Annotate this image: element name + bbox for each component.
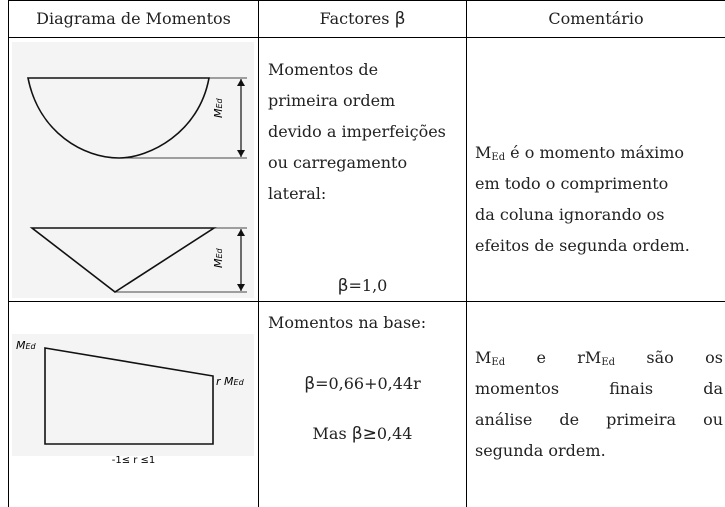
row1-comment: MEd é o momento máximo em todo o comprim… bbox=[475, 137, 723, 261]
header-bottom-border bbox=[8, 37, 725, 38]
row2-range-label: -1≤ r ≤1 bbox=[111, 455, 156, 466]
row1-factor-line: primeira ordem bbox=[268, 91, 396, 110]
row1-bottom-border bbox=[8, 301, 725, 302]
row2-top-med-label: MEd bbox=[16, 339, 36, 352]
header-comment-label: Comentário bbox=[548, 9, 644, 28]
header-comment: Comentário bbox=[467, 0, 725, 37]
header-factors: Factores β bbox=[259, 0, 466, 37]
row2-factor-title: Momentos na base: bbox=[268, 313, 427, 332]
col2-right-border bbox=[466, 0, 467, 507]
row1-beta-value: β=1,0 bbox=[337, 276, 388, 296]
row2-moment-diagram bbox=[44, 347, 214, 445]
row1-comment-line-3: da coluna ignorando os bbox=[475, 205, 665, 224]
row2-beta-geq-symbol: β≥ bbox=[351, 424, 377, 444]
parabola-med-label: MEd bbox=[212, 98, 225, 118]
triangular-moment-shape bbox=[29, 227, 217, 293]
header-diagram: Diagrama de Momentos bbox=[9, 0, 258, 37]
triangle-arrow-top bbox=[237, 229, 245, 236]
header-beta-symbol: β bbox=[394, 9, 406, 29]
triangle-arrow-bottom bbox=[237, 284, 245, 291]
table-left-border bbox=[8, 0, 9, 507]
row1-comment-line-2: em todo o comprimento bbox=[475, 174, 669, 193]
parabolic-moment-shape bbox=[27, 77, 210, 159]
row1-moment-diagrams bbox=[27, 77, 247, 293]
row2-beta-symbol: β bbox=[304, 374, 316, 394]
row2-right-rmed-label: r MEd bbox=[216, 375, 244, 388]
header-factors-label: Factores bbox=[319, 9, 395, 28]
row1-factor-line: Momentos de bbox=[268, 60, 379, 79]
row1-factor-line: devido a imperfeições bbox=[268, 122, 446, 141]
trapezoid-moment-shape bbox=[44, 347, 214, 445]
row1-comment-line-4: efeitos de segunda ordem. bbox=[475, 236, 690, 255]
row2-comment: MEd e rMEd são os momentos finais da aná… bbox=[475, 342, 723, 466]
row2-comment-line-4: segunda ordem. bbox=[475, 441, 606, 460]
parabola-arrow-bottom bbox=[237, 150, 245, 157]
row2-beta-limit: Mas β≥0,44 bbox=[312, 424, 413, 444]
row1-factor-description: Momentos de primeira ordem devido a impe… bbox=[268, 54, 464, 209]
row2-comment-line-1: MEd e rMEd são os bbox=[475, 348, 723, 368]
row1-factor-line: lateral: bbox=[268, 184, 327, 203]
parabola-arrow-top bbox=[237, 79, 245, 86]
col1-right-border bbox=[258, 0, 259, 507]
triangle-med-label: MEd bbox=[212, 248, 225, 268]
row1-comment-line-1: MEd é o momento máximo bbox=[475, 143, 685, 163]
row1-beta-symbol: β bbox=[337, 276, 349, 296]
table-top-border bbox=[8, 0, 725, 1]
row1-factor-line: ou carregamento bbox=[268, 153, 408, 172]
header-diagram-label: Diagrama de Momentos bbox=[36, 9, 231, 28]
row2-beta-formula: β=0,66+0,44r bbox=[304, 374, 421, 394]
row2-comment-line-3: análise de primeira ou bbox=[475, 410, 723, 429]
row1-figure-background bbox=[12, 42, 254, 298]
row2-comment-line-2: momentos finais da bbox=[475, 379, 723, 398]
